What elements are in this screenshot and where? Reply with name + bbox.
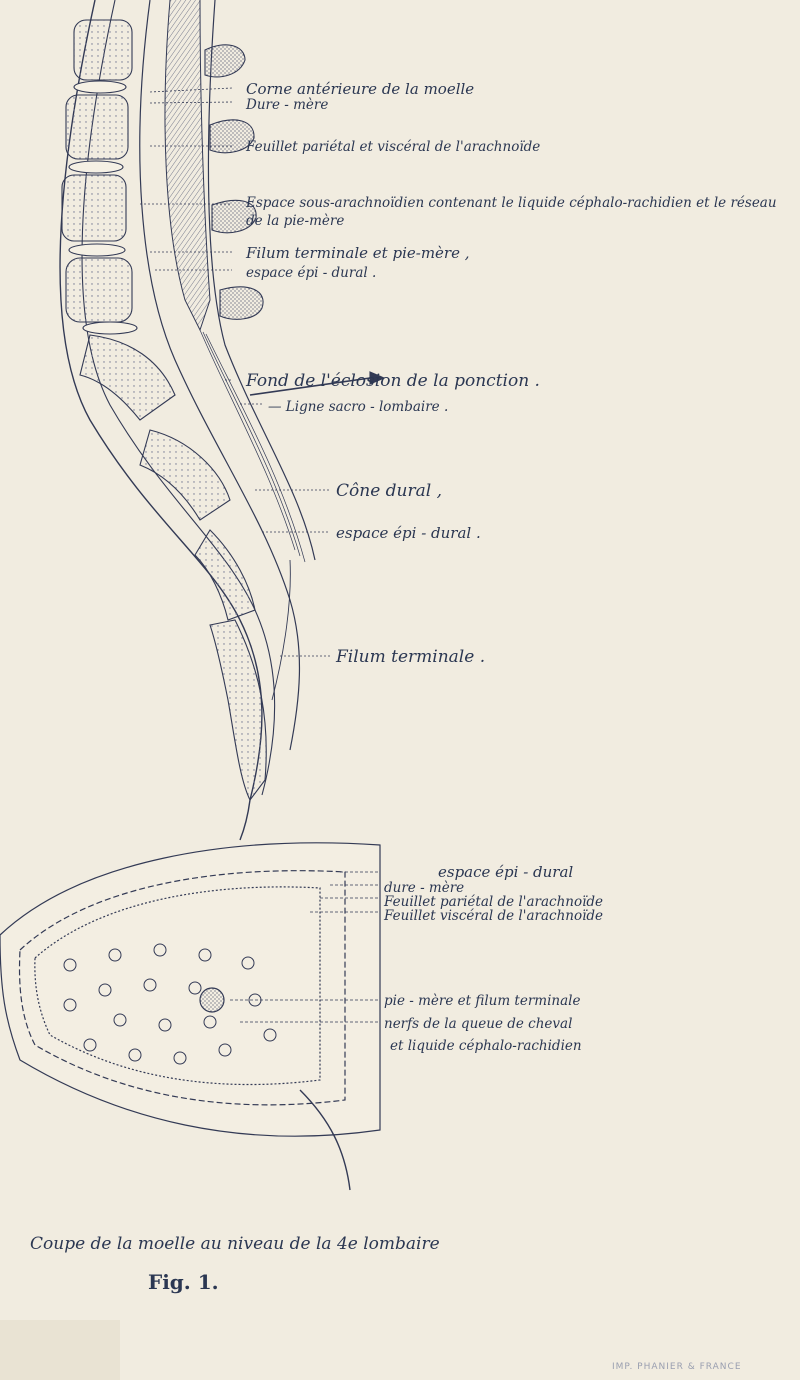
label-filum-pie-mere: Filum terminale et pie-mère ,	[246, 244, 470, 262]
dural-sac	[139, 0, 301, 751]
figure-caption: Coupe de la moelle au niveau de la 4e lo…	[30, 1234, 440, 1254]
label-sec-feuillet-visceral: Feuillet viscéral de l'arachnoïde	[384, 908, 604, 924]
label-espace-epidural-1: espace épi - dural .	[246, 265, 377, 281]
printer-mark: IMP. PHANIER & FRANCE	[612, 1362, 742, 1372]
label-sec-nerfs: nerfs de la queue de cheval	[384, 1016, 573, 1032]
leaders-lower	[230, 871, 380, 1023]
vertebrae	[61, 19, 256, 621]
label-dure-mere: Dure - mère	[246, 97, 329, 113]
label-sec-liquide: et liquide céphalo-rachidien	[390, 1038, 582, 1054]
transverse-section	[0, 842, 381, 1191]
leaders-upper	[140, 87, 330, 657]
spinal-column-section	[59, 0, 386, 841]
nerve-roots	[63, 943, 277, 1065]
cauda-equina	[199, 329, 306, 563]
sacrum	[209, 619, 267, 802]
label-ligne-sacro-lombaire: — Ligne sacro - lombaire .	[268, 399, 449, 415]
figure-label: Fig. 1.	[148, 1270, 219, 1294]
section-apex	[299, 1089, 351, 1191]
label-corne-anterieure: Corne antérieure de la moelle	[246, 80, 475, 98]
spinal-cord	[164, 0, 211, 332]
label-espace-epidural-2: espace épi - dural .	[336, 524, 481, 542]
discs	[68, 80, 138, 335]
label-espace-sous-arachnoidien: Espace sous-arachnoïdien contenant le li…	[246, 195, 777, 229]
label-filum-terminale: Filum terminale .	[336, 647, 486, 667]
arachnoid-ring	[34, 886, 321, 1086]
label-cone-dural: Cône dural ,	[336, 481, 442, 501]
label-sec-dure-mere: dure - mère	[384, 880, 465, 896]
puncture-needle	[249, 377, 371, 396]
spinous-processes	[204, 44, 264, 320]
dura-ring	[18, 870, 346, 1106]
coccyx	[239, 799, 251, 841]
label-feuillet-arachnoide: Feuillet pariétal et viscéral de l'arach…	[246, 139, 541, 155]
label-sec-espace-epidural: espace épi - dural	[438, 863, 574, 881]
outer-ring	[0, 842, 381, 1137]
paper-stain	[0, 1320, 120, 1380]
label-fond-eclosion: Fond de l'éclosion de la ponction .	[246, 371, 540, 391]
filum-cross-section	[199, 987, 225, 1013]
label-sec-feuillet-parietal: Feuillet pariétal de l'arachnoïde	[384, 894, 604, 910]
label-sec-pie-mere: pie - mère et filum terminale	[384, 993, 581, 1009]
filum-terminale	[271, 559, 291, 701]
